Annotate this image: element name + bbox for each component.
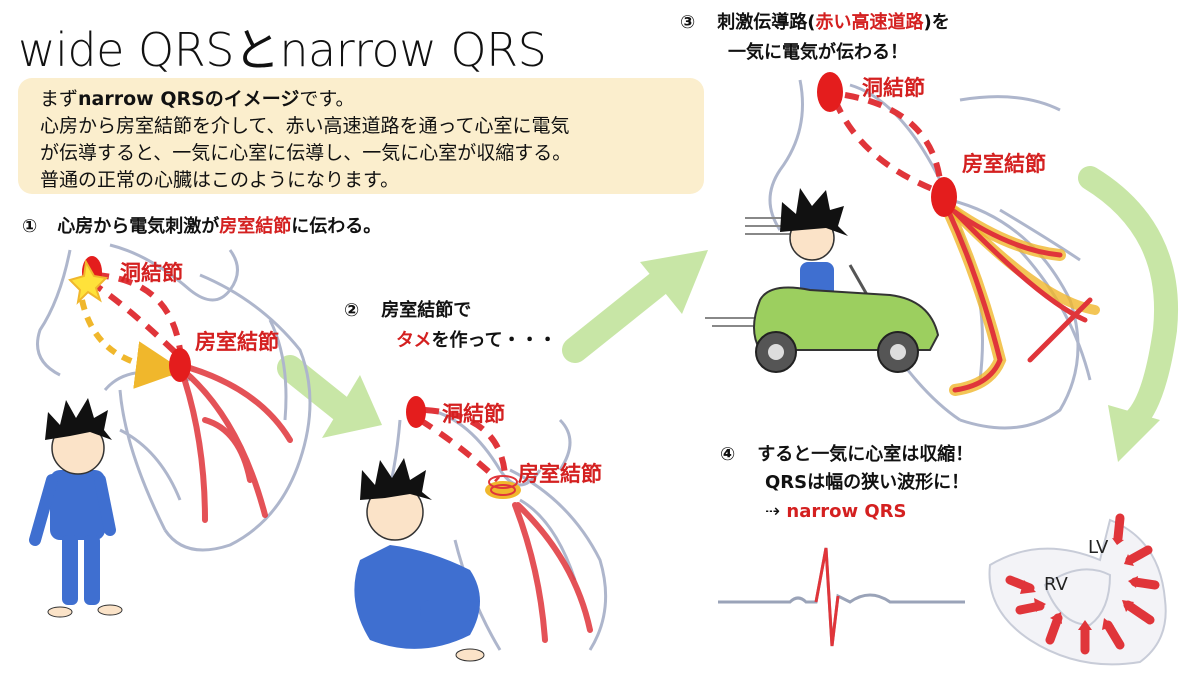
av-node-label-1: 房室結節: [195, 330, 279, 354]
step-2-caption: ② 房室結節で: [344, 296, 471, 326]
patient-crouching: [354, 458, 485, 662]
dashed-arrow-icon: ⇢: [765, 501, 781, 522]
step-2-line-1: 房室結節で: [381, 300, 472, 321]
sa-node-2: [406, 396, 426, 428]
green-arrow-1-to-2: [277, 355, 382, 438]
ventricle-cross-section: [988, 513, 1167, 666]
lv-label: LV: [1088, 537, 1109, 558]
av-node-1: [169, 348, 191, 382]
step-3-text-pre: 刺激伝導路(: [717, 12, 816, 33]
sa-to-av-pathway-2: [418, 407, 508, 483]
step-3-text-post: )を: [923, 12, 950, 33]
conduction-tracts-3: [942, 204, 1100, 396]
av-node-label-3: 房室結節: [962, 152, 1046, 176]
av-node-3: [931, 177, 957, 217]
conduction-tracts-2: [512, 502, 593, 643]
sa-node-label-2: 洞結節: [442, 402, 505, 426]
spark-icon: [68, 258, 109, 305]
sa-node-3: [817, 72, 843, 112]
intro-line-1-suffix: です。: [299, 88, 355, 110]
step-2-number: ②: [344, 300, 360, 321]
narrow-qrs-label: narrow QRS: [786, 501, 907, 522]
intro-line-1-prefix: まず: [40, 88, 79, 110]
car-with-driver: [705, 188, 940, 373]
intro-line-1-bold: narrow QRSのイメージ: [78, 88, 300, 110]
ecg-trace: [718, 547, 965, 647]
sa-node-label-1: 洞結節: [120, 261, 183, 285]
step-3-caption-line-2: 一気に電気が伝わる！: [728, 42, 908, 63]
step-4-caption: ④ すると一気に心室は収縮！: [720, 440, 973, 470]
intro-line-1: まずnarrow QRSのイメージです。: [40, 86, 704, 113]
step-1-text-pre: 心房から電気刺激が: [57, 216, 220, 237]
step-1-caption: ① 心房から電気刺激が房室結節に伝わる。: [22, 212, 381, 242]
step-2-text-post: を作って・・・: [431, 330, 557, 351]
step-1-text-post: に伝わる。: [291, 216, 382, 237]
step-1-highlight: 房室結節: [219, 216, 292, 237]
step-3-caption: ③ 刺激伝導路(赤い高速道路)を: [680, 8, 950, 38]
rv-label: RV: [1044, 574, 1068, 595]
av-node-label-2: 房室結節: [518, 462, 602, 486]
step-4-caption-line-2: QRSは幅の狭い波形に！: [765, 472, 970, 493]
intro-box: まずnarrow QRSのイメージです。 心房から房室結節を介して、赤い高速道路…: [18, 78, 704, 194]
page-title: wide QRSとnarrow QRS: [18, 23, 547, 77]
av-node-charging: [485, 475, 521, 499]
intro-line-4: 普通の正常の心臓はこのようになります。: [40, 169, 400, 191]
sa-to-av-pathway-3: [832, 92, 943, 193]
step-1-number: ①: [22, 216, 38, 237]
intro-line-2: 心房から房室結節を介して、赤い高速道路を通って心室に電気: [40, 115, 570, 137]
green-arrow-3-to-4: [1078, 166, 1178, 462]
sa-node-label-3: 洞結節: [862, 76, 925, 100]
intro-line-3: が伝導すると、一気に心室に伝導し、一気に心室が収縮する。: [40, 142, 572, 164]
step-4-line-1: すると一気に心室は収縮！: [757, 444, 974, 465]
conduction-tracts-1: [179, 365, 293, 523]
patient-walking: [29, 398, 123, 618]
step-2-highlight: タメ: [396, 330, 432, 351]
green-arrow-2-to-3: [562, 250, 708, 363]
step-3-highlight: 赤い高速道路: [815, 12, 924, 33]
step-4-number: ④: [720, 444, 736, 465]
step-4-result: ⇢ narrow QRS: [765, 497, 906, 527]
step-2-caption-line-2: タメを作って・・・: [396, 326, 557, 356]
step-3-number: ③: [680, 12, 696, 33]
